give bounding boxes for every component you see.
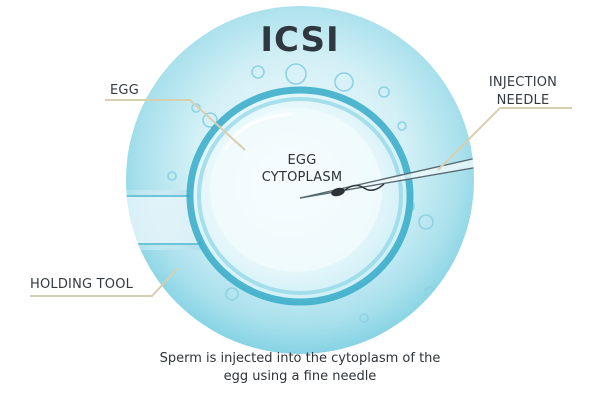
- bubble: [359, 313, 369, 323]
- egg-leader-line: [105, 99, 246, 151]
- diagram-caption: Sperm is injected into the cytoplasm of …: [159, 351, 441, 384]
- diagram-title: ICSI: [260, 20, 340, 60]
- bubble: [334, 72, 354, 92]
- bubble: [167, 171, 177, 181]
- egg-cytoplasm-label: EGG CYTOPLASM: [261, 153, 343, 185]
- leader-lines: [30, 99, 572, 297]
- bubble: [397, 121, 407, 131]
- egg-cell: [186, 86, 414, 306]
- bubble: [378, 86, 390, 98]
- bubble: [418, 214, 434, 230]
- egg-label: EGG: [110, 83, 139, 98]
- bubble: [251, 65, 265, 79]
- bubble: [285, 63, 307, 85]
- bubbles: [167, 63, 436, 323]
- injection-needle-label: INJECTION NEEDLE: [488, 75, 558, 108]
- holding-tool-leader-line: [30, 267, 179, 297]
- sperm-cell: [331, 183, 385, 197]
- bubble: [202, 112, 218, 128]
- needle-leader-line: [437, 107, 572, 171]
- bubble: [225, 287, 239, 301]
- holding-tool-label: HOLDING TOOL: [30, 277, 134, 292]
